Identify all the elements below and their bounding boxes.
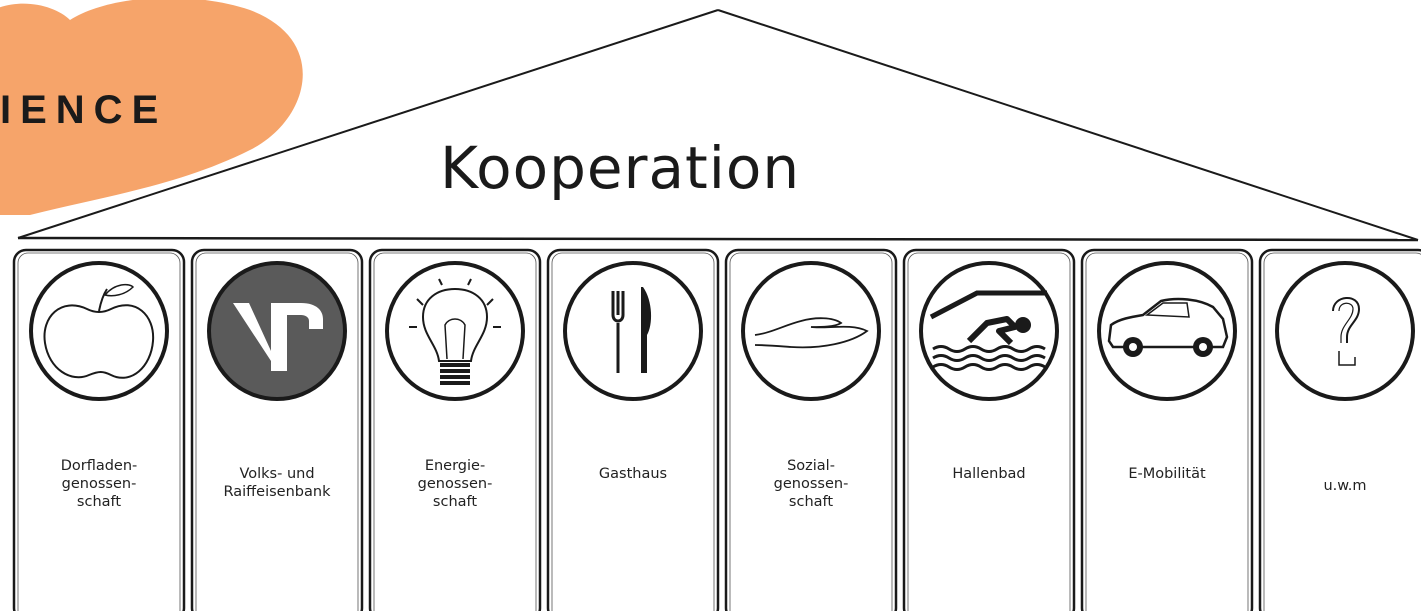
swimmer-icon bbox=[929, 290, 1047, 371]
pillars bbox=[12, 248, 1421, 611]
volksbank-logo-icon bbox=[233, 303, 323, 371]
pillar bbox=[12, 248, 186, 611]
heart-badge-shape bbox=[0, 0, 303, 215]
lightbulb-icon bbox=[409, 278, 501, 385]
question-mark-icon bbox=[1332, 297, 1361, 366]
pillar-label: Gasthaus bbox=[598, 466, 668, 482]
fork-knife-icon bbox=[611, 287, 652, 373]
pillar bbox=[724, 248, 898, 611]
pillar-circle bbox=[741, 261, 881, 401]
pillar bbox=[546, 248, 720, 611]
pillar-label: Hallenbad bbox=[952, 466, 1026, 482]
pillar-circle bbox=[29, 261, 169, 401]
pillar bbox=[1080, 248, 1254, 611]
open-hand-icon bbox=[754, 317, 869, 349]
pillar-label: u.w.m bbox=[1323, 478, 1367, 494]
pillar-label: E-Mobilität bbox=[1128, 466, 1206, 482]
roof-title: Kooperation bbox=[440, 134, 801, 202]
pillar bbox=[190, 248, 364, 611]
apple-icon bbox=[43, 283, 155, 379]
pillar-circle bbox=[563, 261, 703, 401]
pillar bbox=[902, 248, 1076, 611]
pillar bbox=[368, 248, 542, 611]
pillar-circle bbox=[1275, 261, 1415, 401]
pillar-label: Dorfladen- genossen- schaft bbox=[60, 458, 138, 510]
badge-text: IENCE bbox=[0, 88, 168, 132]
pillar-circle bbox=[385, 261, 525, 401]
pillar-label: Volks- und Raiffeisenbank bbox=[223, 466, 331, 500]
pillar bbox=[1258, 248, 1421, 611]
car-icon bbox=[1107, 297, 1229, 357]
pillar-label: Sozial- genossen- schaft bbox=[773, 458, 849, 510]
pillar-circle bbox=[919, 261, 1059, 401]
pillar-label: Energie- genossen- schaft bbox=[417, 458, 493, 510]
roof bbox=[17, 9, 1419, 242]
